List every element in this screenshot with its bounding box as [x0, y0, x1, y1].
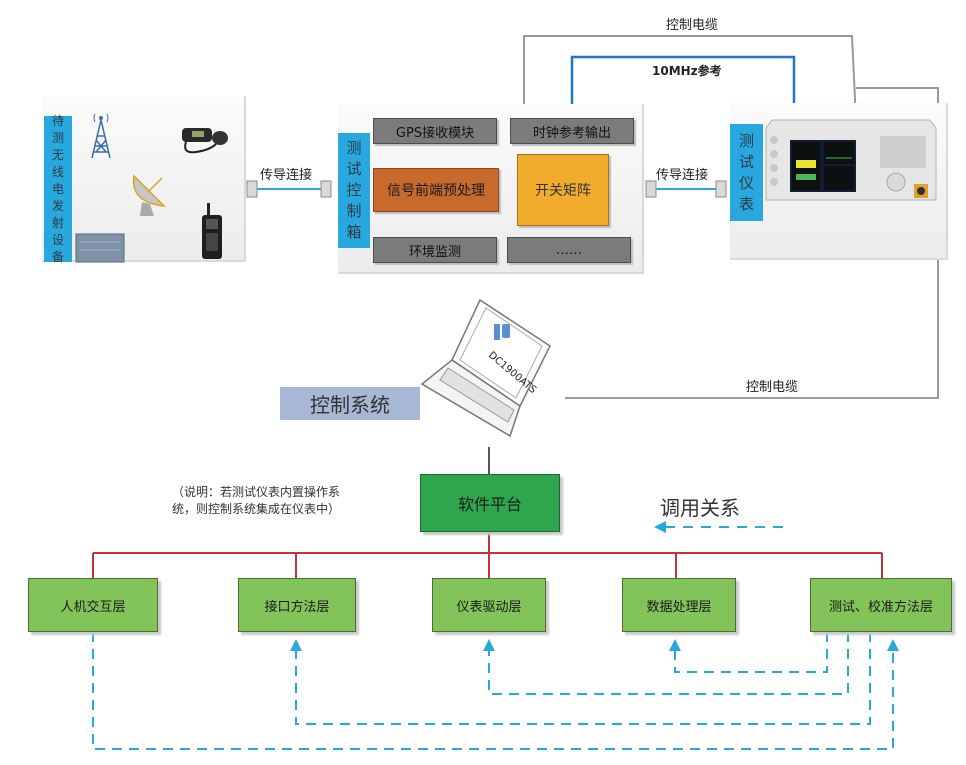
antenna-tower-icon	[91, 113, 111, 159]
conduction-link-left-label: 传导连接	[260, 168, 313, 183]
conduction-link-right-label: 传导连接	[656, 168, 709, 183]
laptop-icon: DC1900ATS	[420, 298, 551, 438]
satellite-dish-icon	[132, 174, 167, 216]
layer-hmi: 人机交互层	[28, 578, 158, 632]
layer-data-processing: 数据处理层	[622, 578, 736, 632]
note-line-2: 统，则控制系统集成在仪表中）	[172, 502, 341, 516]
handheld-radio-icon	[202, 203, 222, 259]
layer-test-calibration: 测试、校准方法层	[810, 578, 952, 632]
clock-ref-output: 时钟参考输出	[510, 118, 634, 144]
signal-preprocess-module: 信号前端预处理	[373, 168, 499, 212]
control-cable-bottom-label: 控制电缆	[746, 380, 799, 395]
spectrum-analyzer-icon	[765, 119, 937, 201]
switch-matrix: 开关矩阵	[517, 154, 609, 226]
gps-module: GPS接收模块	[373, 118, 497, 144]
env-monitor-module: 环境监测	[373, 237, 497, 263]
test-control-box-label: 测 试 控 制 箱	[338, 133, 370, 248]
call-line-instrument-driver	[483, 632, 849, 695]
car-radio-icon	[182, 128, 228, 154]
layer-instrument-driver: 仪表驱动层	[432, 578, 546, 632]
control-cable-top-label: 控制电缆	[666, 18, 719, 33]
control-system-label: 控制系统	[280, 387, 420, 420]
call-line-data-processing	[669, 632, 828, 673]
software-platform: 软件平台	[420, 474, 560, 532]
devices-under-test-label: 待 测 无 线 电 发 射 设 备	[44, 114, 72, 264]
connector-icon	[246, 180, 727, 198]
ref-10mhz-label: 10MHz参考	[652, 64, 722, 78]
layer-interface-method: 接口方法层	[238, 578, 356, 632]
ref-10mhz-line	[570, 55, 799, 118]
more-modules: ……	[507, 237, 631, 263]
control-cable-top-line	[523, 35, 857, 121]
rack-unit-icon	[75, 233, 125, 263]
note-line-1: （说明：若测试仪表内置操作系	[172, 485, 341, 499]
legend-label: 调用关系	[660, 496, 740, 520]
note-text: （说明：若测试仪表内置操作系 统，则控制系统集成在仪表中）	[172, 484, 340, 518]
test-instrument-label: 测 试 仪 表	[730, 124, 763, 221]
call-line-hmi	[92, 632, 899, 750]
call-line-interface-method	[290, 632, 871, 725]
